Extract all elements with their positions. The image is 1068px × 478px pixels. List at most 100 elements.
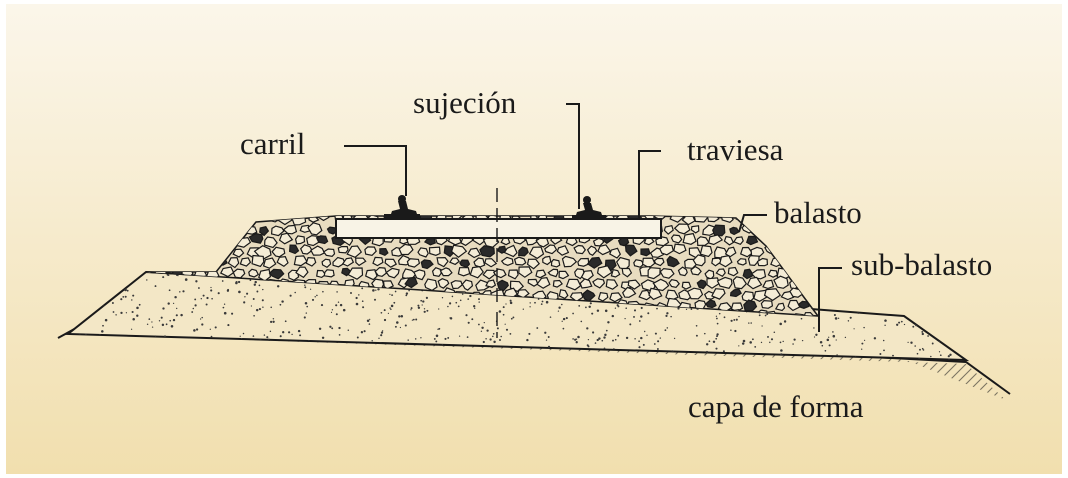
sub-ballast-grain [917,353,919,355]
sub-ballast-grain [211,298,213,300]
sub-ballast-grain [761,342,762,343]
sub-ballast-grain [389,294,390,295]
sub-ballast-grain [536,327,538,329]
sub-ballast-grain [752,338,754,340]
ballast-stone [458,268,469,276]
sub-ballast-grain [322,291,324,293]
sub-ballast-grain [417,305,419,307]
sub-ballast-grain [833,335,836,338]
sub-ballast-grain [161,317,163,319]
sub-ballast-grain [273,318,274,319]
sub-ballast-grain [670,316,672,318]
sub-ballast-grain [879,353,881,355]
sub-ballast-grain [738,316,739,317]
sub-ballast-grain [907,342,908,343]
sub-ballast-grain [884,325,885,326]
sub-ballast-grain [604,347,606,349]
ballast-stone [700,246,712,257]
sub-ballast-grain [748,322,749,323]
sub-ballast-grain [864,340,865,341]
sub-ballast-grain [723,350,725,352]
sub-ballast-grain [201,298,202,299]
sub-ballast-grain [754,346,756,348]
sub-ballast-grain [528,333,530,335]
sub-ballast-grain [503,306,505,308]
sub-ballast-grain [828,337,829,338]
sub-ballast-grain [779,323,782,326]
sub-ballast-grain [665,315,667,317]
sub-ballast-grain [315,296,316,297]
sub-ballast-grain [592,331,594,333]
sub-ballast-grain [467,336,469,338]
sub-ballast-grain [923,349,925,351]
sub-ballast-grain [304,316,306,318]
sub-ballast-grain [364,330,366,332]
sub-ballast-grain [469,295,471,297]
sub-ballast-grain [375,290,376,291]
sub-ballast-grain [644,331,645,332]
sub-ballast-grain [304,286,306,288]
sub-ballast-grain [174,296,176,298]
ballast-stone [799,301,809,308]
sub-ballast-grain [299,334,301,336]
sub-ballast-grain [612,340,614,342]
sub-ballast-grain [497,327,499,329]
sub-ballast-grain [420,300,422,302]
sub-ballast-grain [422,304,423,305]
sub-ballast-grain [660,337,661,338]
rail-label: carril [240,126,305,161]
sub-ballast-grain [625,307,627,309]
sub-ballast-grain [814,336,815,337]
sub-ballast-grain [388,313,389,314]
sub-ballast-grain [617,304,619,306]
sub-ballast-grain [316,295,318,297]
ballast-stone [697,280,706,289]
sub-ballast-grain [572,338,574,340]
sub-ballast-grain [562,321,563,322]
sub-ballast-grain [338,327,340,329]
sub-ballast-grain [716,318,718,320]
sub-ballast-grain [215,326,217,328]
ballast-stone [296,236,305,244]
sub-ballast-grain [731,320,733,322]
sub-ballast-grain [510,300,512,302]
sub-ballast-grain [563,318,565,320]
sub-ballast-grain [243,301,245,303]
sub-ballast-grain [126,312,127,313]
sub-ballast-grain [615,308,616,309]
sub-ballast-grain [378,338,379,339]
sub-ballast-grain [919,349,921,351]
sub-ballast-grain [266,336,268,338]
sub-ballast-grain [485,338,487,340]
sub-ballast-grain [493,333,495,335]
sub-ballast-grain [210,287,211,288]
sub-ballast-grain [281,300,283,302]
sub-ballast-grain [792,343,794,345]
sub-ballast-grain [834,314,836,316]
sub-ballast-grain [166,323,168,325]
sub-ballast-grain [827,339,830,342]
sub-ballast-grain [603,336,605,338]
sub-ballast-grain [224,312,227,315]
sub-ballast-grain [238,281,240,283]
sub-ballast-grain [655,333,657,335]
sub-ballast-grain [526,339,528,341]
sub-ballast-grain [367,319,370,322]
sub-ballast-grain [511,318,513,320]
sub-ballast-grain [656,308,658,310]
sub-ballast-grain [196,328,198,330]
sub-ballast-grain [243,333,245,335]
sub-ballast-grain [251,305,252,306]
sub-ballast-grain [136,307,139,310]
sub-ballast-grain [329,326,331,328]
sub-ballast-grain [132,311,134,313]
sub-ballast-grain [691,308,693,310]
sub-ballast-grain [738,345,739,346]
sub-ballast-grain [147,324,148,325]
sub-ballast-grain [489,338,491,340]
sub-ballast-grain [634,309,636,311]
sub-ballast-grain [802,340,803,341]
sub-ballast-grain [835,317,838,320]
sub-ballast-grain [640,315,642,317]
sub-ballast-grain [613,348,614,349]
